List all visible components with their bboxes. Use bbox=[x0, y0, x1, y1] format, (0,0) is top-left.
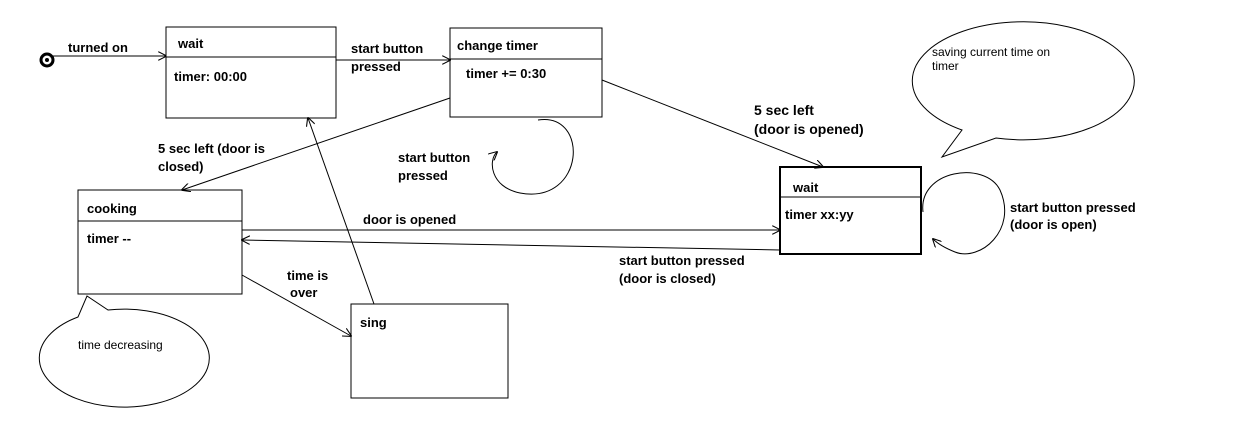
transition-wait-open-self-loop bbox=[922, 172, 1006, 255]
state-change-timer-name: change timer bbox=[457, 38, 538, 53]
transition-wait-to-change-label: start button pressed bbox=[351, 41, 427, 74]
state-wait-open-name: wait bbox=[792, 180, 819, 195]
transition-change-to-cooking-label: 5 sec left (door is closed) bbox=[158, 141, 269, 174]
state-cooking-body: timer -- bbox=[87, 231, 131, 246]
state-wait-initial: wait timer: 00:00 bbox=[165, 26, 337, 119]
transition-change-to-wait-open-label: 5 sec left (door is opened) bbox=[754, 102, 864, 137]
transition-sing-to-wait-arrow bbox=[308, 118, 375, 305]
note-saving-bubble: saving current time on timer bbox=[911, 21, 1135, 159]
transition-change-to-cooking-arrow bbox=[182, 97, 451, 190]
transition-cooking-to-sing-label: time is over bbox=[287, 268, 332, 300]
initial-transition-label: turned on bbox=[68, 40, 128, 55]
note-decreasing-bubble: time decreasing bbox=[38, 295, 210, 408]
state-wait-initial-body: timer: 00:00 bbox=[174, 69, 247, 84]
state-sing: sing bbox=[350, 303, 509, 399]
transition-wait-open-to-cooking-label: start button pressed (door is closed) bbox=[619, 253, 748, 286]
state-wait-open: wait timer xx:yy bbox=[779, 166, 922, 255]
transition-cooking-to-sing-arrow bbox=[241, 274, 351, 336]
state-cooking-name: cooking bbox=[87, 201, 137, 216]
state-wait-initial-name: wait bbox=[177, 36, 204, 51]
state-cooking: cooking timer -- bbox=[77, 189, 243, 295]
transition-change-self-loop bbox=[492, 119, 574, 195]
note-decreasing-text: time decreasing bbox=[78, 338, 163, 352]
initial-state-marker bbox=[39, 52, 55, 68]
state-sing-name: sing bbox=[360, 315, 387, 330]
transition-wait-open-to-cooking-arrow bbox=[242, 240, 781, 251]
transition-change-self-label: start button pressed bbox=[398, 150, 474, 183]
transition-change-to-wait-open-arrow bbox=[601, 79, 823, 167]
transition-wait-open-self-label: start button pressed (door is open) bbox=[1010, 200, 1139, 232]
state-change-timer: change timer timer += 0:30 bbox=[449, 27, 603, 118]
state-change-timer-body: timer += 0:30 bbox=[466, 66, 546, 81]
note-saving-text: saving current time on timer bbox=[932, 45, 1053, 73]
transition-cooking-to-wait-open-label: door is opened bbox=[363, 212, 456, 227]
state-wait-open-body: timer xx:yy bbox=[785, 207, 854, 222]
